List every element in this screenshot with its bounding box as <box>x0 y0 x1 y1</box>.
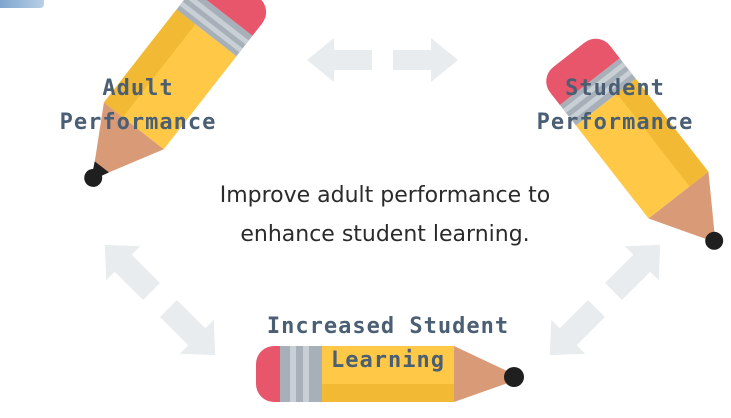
label-student-performance: Student Performance <box>520 72 710 140</box>
label-adult-performance: Adult Performance <box>48 72 228 140</box>
center-line2: enhance student learning. <box>240 222 530 247</box>
corner-decoration <box>0 0 44 8</box>
pencil-learning <box>256 346 524 402</box>
arrow-left-double <box>104 244 216 356</box>
label-adult-line1: Adult <box>102 76 174 101</box>
pencil-student <box>546 38 724 250</box>
label-learning-line2: Learning <box>331 348 445 373</box>
label-adult-line2: Performance <box>59 110 217 135</box>
label-learning-line1: Increased Student <box>266 314 510 339</box>
label-student-line1: Student <box>565 76 665 101</box>
arrow-top-double <box>307 38 458 82</box>
label-student-line2: Performance <box>536 110 694 135</box>
center-line1: Improve adult performance to <box>219 183 551 208</box>
arrow-right-double <box>549 244 661 356</box>
center-statement: Improve adult performance to enhance stu… <box>160 176 610 254</box>
label-increased-student-learning: Increased Student Learning <box>238 310 538 378</box>
pencil-adult <box>84 0 267 187</box>
